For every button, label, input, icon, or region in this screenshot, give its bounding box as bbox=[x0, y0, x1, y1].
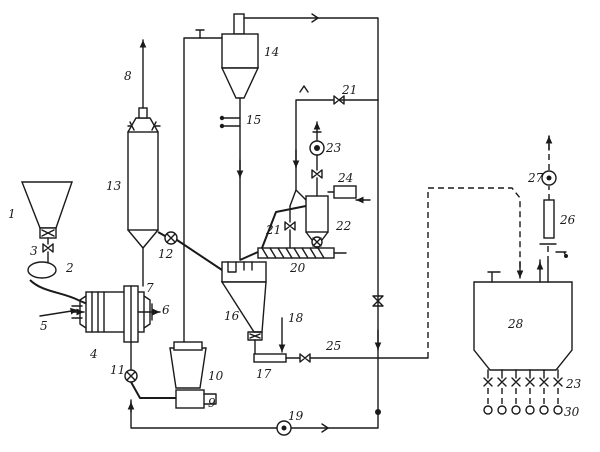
bottom-loop bbox=[127, 399, 379, 436]
heat-exchanger bbox=[123, 285, 161, 343]
hopper-valve bbox=[42, 237, 54, 263]
valve-12 bbox=[157, 231, 223, 271]
reactor-22 bbox=[305, 195, 329, 249]
pump-23 bbox=[309, 121, 325, 197]
dashed-transport-line bbox=[427, 187, 524, 358]
valve-11 bbox=[124, 341, 176, 399]
label-24: 24 bbox=[337, 171, 353, 185]
label-27: 27 bbox=[527, 171, 544, 185]
label-1: 1 bbox=[8, 207, 16, 221]
label-8: 8 bbox=[124, 69, 132, 83]
label-25: 25 bbox=[325, 339, 341, 353]
discharge-valves bbox=[483, 369, 563, 415]
box-24 bbox=[327, 185, 371, 204]
label-19: 19 bbox=[288, 409, 304, 423]
label-16: 16 bbox=[224, 309, 240, 323]
label-22: 22 bbox=[335, 219, 351, 233]
conveyor bbox=[257, 247, 347, 259]
collector-cyclone bbox=[220, 261, 267, 341]
label-17: 17 bbox=[256, 367, 272, 381]
cyclone bbox=[199, 13, 260, 99]
line-21-lower bbox=[261, 189, 307, 249]
hopper bbox=[20, 181, 73, 239]
label-30: 30 bbox=[564, 405, 580, 419]
label-20: 20 bbox=[289, 261, 306, 275]
label-23-pump: 23 bbox=[325, 141, 342, 155]
label-3: 3 bbox=[30, 244, 38, 258]
label-23-valves: 23 bbox=[565, 377, 582, 391]
crystallizer-vessel bbox=[473, 259, 573, 371]
inlet-arrow bbox=[39, 307, 79, 317]
label-14: 14 bbox=[264, 45, 279, 59]
filter-26 bbox=[539, 186, 568, 262]
label-6: 6 bbox=[162, 303, 170, 317]
label-26: 26 bbox=[559, 213, 576, 227]
discharge-screw bbox=[253, 317, 429, 363]
label-11: 11 bbox=[110, 363, 125, 377]
label-2: 2 bbox=[65, 261, 74, 275]
label-21-lower: 21 bbox=[265, 223, 281, 237]
label-28: 28 bbox=[507, 317, 524, 331]
label-10: 10 bbox=[208, 369, 224, 383]
screw-feeder bbox=[27, 261, 93, 307]
label-21-top: 21 bbox=[341, 83, 357, 97]
fan-27 bbox=[541, 135, 557, 186]
mill bbox=[175, 389, 217, 409]
label-5: 5 bbox=[40, 319, 48, 333]
line-21 bbox=[292, 85, 379, 201]
label-7: 7 bbox=[146, 281, 154, 295]
label-4: 4 bbox=[89, 347, 98, 361]
drying-column bbox=[127, 107, 161, 249]
label-18: 18 bbox=[288, 311, 304, 325]
return-valve bbox=[372, 295, 384, 307]
label-9: 9 bbox=[208, 396, 216, 410]
label-12: 12 bbox=[158, 247, 173, 261]
separator bbox=[169, 341, 207, 389]
label-13: 13 bbox=[106, 179, 122, 193]
label-15: 15 bbox=[246, 113, 261, 127]
